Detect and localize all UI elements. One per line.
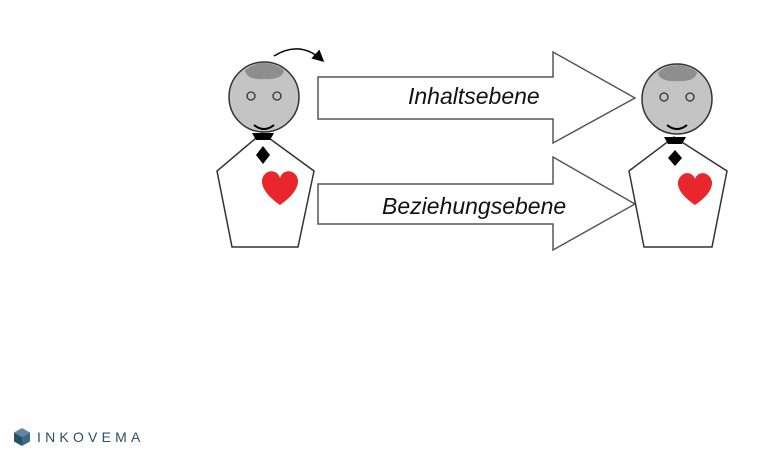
receiver-body — [628, 136, 728, 248]
receiver-left-eye — [659, 92, 669, 102]
receiver-head — [641, 63, 713, 135]
speaking-curve-arrow — [273, 48, 325, 63]
sender-smile — [253, 124, 275, 130]
sender-left-eye — [246, 91, 256, 101]
sender-collar — [252, 133, 274, 140]
sender-person — [216, 48, 325, 248]
receiver-collar — [664, 137, 686, 144]
content-level-arrow — [317, 50, 637, 145]
receiver-hair — [658, 65, 697, 82]
receiver-right-eye — [685, 92, 695, 102]
sender-heart-icon — [261, 171, 299, 205]
sender-tie — [256, 146, 270, 164]
receiver-person — [628, 63, 728, 248]
inkovema-logo: INKOVEMA — [14, 428, 145, 446]
receiver-heart-icon — [677, 173, 713, 205]
receiver-smile — [666, 124, 688, 130]
receiver-tie — [668, 150, 682, 166]
relationship-level-arrow — [317, 155, 637, 252]
relationship-level-label: Beziehungsebene — [382, 193, 567, 219]
sender-right-eye — [272, 91, 282, 101]
logo-text: INKOVEMA — [37, 429, 145, 445]
sender-hair — [245, 63, 284, 80]
cube-icon — [14, 428, 30, 446]
sender-head — [228, 61, 300, 133]
content-level-label: Inhaltsebene — [408, 83, 540, 109]
